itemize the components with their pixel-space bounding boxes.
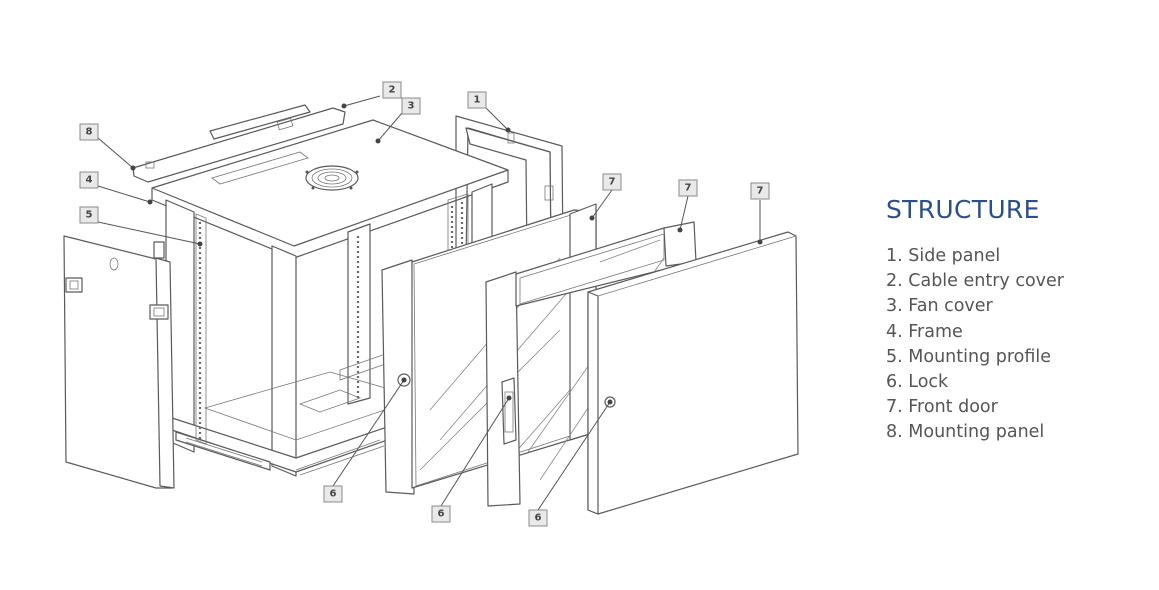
callout-1-label: 1 — [474, 95, 481, 106]
callout-8-label: 8 — [86, 127, 93, 138]
callout-5-label: 5 — [86, 210, 93, 221]
callout-3: 3 — [401, 97, 421, 115]
callout-6b-label: 6 — [438, 509, 445, 520]
mounting-panel-drawing — [132, 104, 346, 183]
solid-door-right-drawing — [587, 231, 799, 515]
legend-item-mounting-profile: 5. Mounting profile — [886, 346, 1052, 367]
callout-5: 5 — [79, 206, 99, 224]
callout-7c-label: 7 — [757, 186, 764, 197]
legend-item-mounting-panel: 8. Mounting panel — [886, 422, 1045, 443]
callout-6a-label: 6 — [330, 489, 337, 500]
callout-2-label: 2 — [389, 85, 396, 96]
legend-item-lock: 6. Lock — [886, 372, 949, 393]
callout-6b: 6 — [431, 505, 451, 523]
legend-item-side-panel: 1. Side panel — [886, 246, 1001, 266]
rack-cabinet-exploded-diagram: 1 2 3 4 5 6 6 6 7 7 7 8 — [63, 81, 799, 527]
legend-item-frame: 4. Frame — [886, 321, 963, 342]
glass-door-center-drawing — [485, 221, 697, 507]
legend-item-fan-cover: 3. Fan cover — [886, 296, 993, 317]
frame-side-panel-drawing — [63, 235, 175, 489]
callout-6c-label: 6 — [535, 513, 542, 524]
callout-6c: 6 — [528, 509, 548, 527]
callout-7a-label: 7 — [609, 177, 616, 188]
callout-3-label: 3 — [408, 101, 415, 112]
callout-2: 2 — [382, 81, 402, 99]
legend-item-cable-entry-cover: 2. Cable entry cover — [886, 271, 1064, 292]
callout-4: 4 — [79, 171, 99, 189]
callout-8: 8 — [79, 123, 99, 141]
legend-list: 1. Side panel 2. Cable entry cover 3. Fa… — [886, 244, 1151, 446]
callout-7b: 7 — [678, 179, 698, 197]
callout-leaders — [97, 95, 763, 511]
legend-item-front-door: 7. Front door — [886, 397, 998, 418]
callout-1: 1 — [467, 91, 487, 109]
callout-7b-label: 7 — [685, 183, 692, 194]
callout-6a: 6 — [323, 485, 343, 503]
callout-4-label: 4 — [86, 175, 93, 186]
callout-7c: 7 — [750, 182, 770, 200]
legend-title: STRUCTURE — [886, 195, 1040, 224]
structure-legend: STRUCTURE 1. Side panel 2. Cable entry c… — [886, 194, 1151, 446]
callout-7a: 7 — [602, 173, 622, 191]
